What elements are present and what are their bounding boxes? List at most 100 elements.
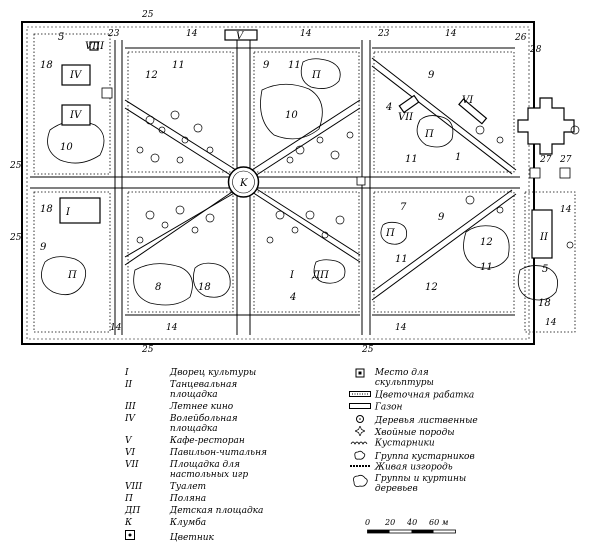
legend-left: I Дворец культуры II Танцевальная площад… [125,368,355,543]
label-18c: 18 [40,60,53,71]
legend-key: VI [125,448,136,458]
label-5: 5 [58,32,64,43]
legend-key: V [125,436,132,446]
legend-text: Танцевальная площадка [169,380,238,400]
legend-item-12: Цветник [125,530,214,543]
label-toilet: VIII [85,41,105,52]
legend-item-lawn: Газон [348,402,402,413]
label-25-bottom-a: 25 [141,345,154,355]
label-14-g: 14 [110,323,122,333]
label-meadow-1: П [311,70,321,81]
label-9b: 9 [428,70,435,81]
legend-text: Дворец культуры [169,368,257,378]
flower-squares [101,87,571,186]
label-11b: 11 [288,60,301,71]
legend-text: Клумба [169,518,207,528]
label-12c: 12 [480,237,493,248]
legend-text: Хвойные породы [374,428,455,438]
label-1: 1 [455,152,461,163]
legend-key: II [125,380,133,390]
legend-text: Площадка для настольных игр [169,460,249,480]
legend-text: Группы и куртины деревьев [374,474,467,494]
label-10a: 10 [60,142,73,153]
legend-text: Живая изгородь [374,462,453,473]
structure-labels: K IV IV I V II VII VI VIII ДП I П П П П … [40,31,551,309]
label-11e: 11 [480,262,493,273]
outer-boundary [21,21,535,345]
label-playground: ДП [311,270,329,281]
legend-key: ДП [125,506,141,516]
label-4: 4 [289,292,296,303]
legend-item-1: I Дворец культуры [125,368,256,378]
legend-item-2: II Танцевальная площадка [125,380,237,400]
legend-text: Цветник [169,533,214,543]
legend-text: Туалет [169,482,207,492]
label-23: 23 [377,29,390,39]
legend-item-6: VI Павильон-читальня [125,448,267,458]
lawn-icon [348,402,372,412]
scale-bar: 0 20 40 60 м [365,518,487,540]
legend-key: П [125,494,133,504]
label-reading: VI [462,95,474,106]
legend-item-tree-group: Группы и куртины деревьев [348,474,466,494]
label-9c: 9 [438,212,445,223]
label-14-d: 14 [166,323,178,333]
label-25-left-a: 25 [9,161,22,171]
conifer-icon [348,425,372,439]
label-8: 8 [155,282,161,293]
legend-item-flowerbed: Цветочная рабатка [348,390,474,401]
boundary-numbers: 25 25 25 25 25 14 14 14 14 14 14 14 14 2… [9,10,572,355]
legend-text: Газон [374,402,403,413]
label-meadow-3: П [385,228,395,239]
label-18b: 18 [40,204,53,215]
label-dance: II [539,232,549,243]
label-12b: 12 [425,282,438,293]
legend-text: Место для скульптуры [374,368,434,388]
label-27b: 27 [559,155,572,165]
legend-item-4: IV Волейбольная площадка [125,414,238,434]
main-paths [30,30,520,335]
sculpture-icon [348,368,372,381]
legend-text: Деревья лиственные [374,416,478,426]
label-5b: 5 [542,264,548,275]
label-11d: 11 [395,254,408,265]
label-volleyball-2: IV [69,110,83,121]
deciduous-icon [348,414,372,427]
scale-tick-60: 60 м [429,518,449,527]
legend-item-7: VII Площадка для настольных игр [125,460,248,480]
legend-text: Кафе-ресторан [169,436,245,446]
legend-item-shrub-group: Группа кустарников [348,450,475,463]
legend-right: Место для скульптуры Цветочная рабатка Г… [348,368,593,518]
legend-key: VIII [125,482,143,492]
legend-key: VII [125,460,139,470]
park-plan-map: K IV IV I V II VII VI VIII ДП I П П П П … [9,10,580,355]
flower-border-icon [348,390,372,400]
legend-item-10: ДП Детская площадка [125,506,263,516]
label-14-a: 14 [186,29,198,39]
label-14-h: 14 [560,205,572,215]
legend-key: III [125,402,136,412]
legend-item-shrub: Кустарники [348,438,435,449]
flowerbed-circle [227,166,260,198]
legend-text: Павильон-читальня [169,448,267,458]
label-14-b: 14 [300,29,312,39]
label-25-bottom-b: 25 [361,345,374,355]
legend-text: Детская площадка [169,506,264,516]
label-25-top: 25 [141,10,154,20]
label-27a: 27 [539,155,552,165]
legend-text: Летнее кино [169,402,234,412]
legend-text: Группа кустарников [374,452,475,462]
label-26: 26 [514,33,527,43]
legend-item-hedge: Живая изгородь [348,462,453,473]
legend-item-11: К Клумба [125,518,206,528]
label-18a: 18 [198,282,211,293]
legend-text: Волейбольная площадка [169,414,238,434]
legend-item-conifer: Хвойные породы [348,425,455,439]
label-14-f: 14 [545,318,557,328]
legend-item-5: V Кафе-ресторан [125,436,245,446]
hedge-rows [33,33,576,333]
square-dot-icon [125,530,167,543]
tree-group-icon [348,474,372,491]
label-9a: 9 [263,60,270,71]
label-10b: 10 [285,110,298,121]
